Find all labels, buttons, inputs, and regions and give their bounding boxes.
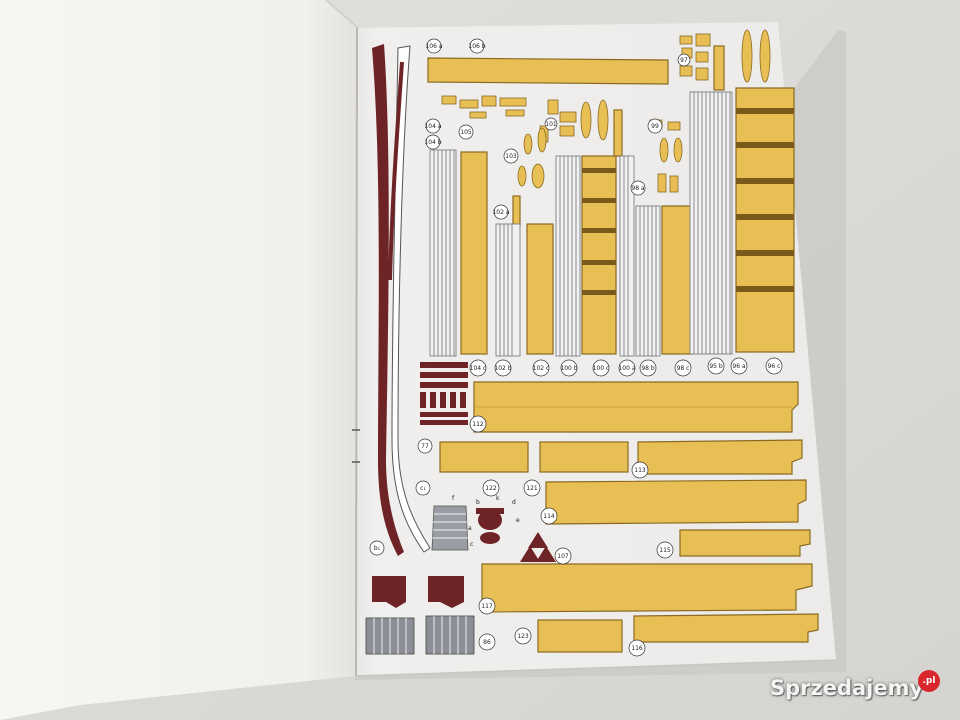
svg-text:114: 114 <box>543 513 555 520</box>
svg-text:d: d <box>512 499 516 506</box>
binding-spine <box>355 27 358 677</box>
label-104c: 104 c <box>469 359 487 377</box>
svg-text:b: b <box>476 499 480 506</box>
label-b1: b₁ <box>369 540 385 556</box>
label-102a: 102 a <box>492 204 510 220</box>
label-96c: 96 c <box>765 357 783 375</box>
sheet-bottom-edge <box>355 659 837 677</box>
svg-text:116: 116 <box>631 645 643 652</box>
svg-text:115: 115 <box>659 547 671 554</box>
small-detail-parts <box>441 29 771 193</box>
svg-text:103: 103 <box>505 153 517 160</box>
grey-barred-parts <box>365 505 475 655</box>
svg-text:105: 105 <box>460 129 472 136</box>
label-101: 101 <box>544 117 558 131</box>
svg-text:b₁: b₁ <box>374 545 381 552</box>
svg-text:102 b: 102 b <box>494 365 511 372</box>
label-98b: 98 b <box>639 359 657 377</box>
svg-text:112: 112 <box>472 421 484 428</box>
svg-text:99: 99 <box>651 123 659 130</box>
small-letter-labels: f b d a e c k <box>452 495 520 548</box>
svg-text:k: k <box>496 495 500 502</box>
label-98a: 98 a <box>630 180 646 196</box>
svg-text:117: 117 <box>481 603 493 610</box>
label-100a: 100 a <box>618 359 636 377</box>
svg-text:97: 97 <box>680 57 688 64</box>
label-107: 107 <box>554 547 572 565</box>
part-labels: 106 a 106 b 97 101 105 104 a 104 b 103 9… <box>369 38 783 657</box>
label-112: 112 <box>469 415 487 433</box>
label-c1: c₁ <box>415 480 431 496</box>
label-86: 86 <box>478 633 496 651</box>
label-97: 97 <box>677 53 691 67</box>
svg-text:77: 77 <box>421 443 429 450</box>
svg-text:102 a: 102 a <box>492 209 509 216</box>
svg-text:106 a: 106 a <box>425 43 442 50</box>
svg-text:123: 123 <box>517 633 529 640</box>
svg-text:106 b: 106 b <box>468 43 485 50</box>
label-121: 121 <box>523 479 541 497</box>
label-122: 122 <box>482 479 500 497</box>
svg-text:102 c: 102 c <box>533 365 550 372</box>
svg-text:104 a: 104 a <box>424 123 441 130</box>
left-page-edge <box>325 0 359 29</box>
label-123: 123 <box>514 627 532 645</box>
label-106a: 106 a <box>425 38 443 54</box>
svg-text:96 a: 96 a <box>732 363 746 370</box>
left-page <box>0 0 358 720</box>
svg-text:e: e <box>516 517 520 524</box>
svg-text:101: 101 <box>545 121 557 128</box>
svg-text:86: 86 <box>483 639 491 646</box>
svg-text:104 c: 104 c <box>470 365 487 372</box>
label-98c: 98 c <box>674 359 692 377</box>
strip-bands <box>582 108 794 295</box>
label-95b: 95 b <box>707 357 725 375</box>
svg-text:100 c: 100 c <box>593 365 610 372</box>
part-106-strip <box>427 57 669 85</box>
label-102c: 102 c <box>532 359 550 377</box>
watermark: Sprzedajemy .pl <box>770 670 950 710</box>
watermark-text: Sprzedajemy <box>770 676 924 700</box>
svg-text:121: 121 <box>526 485 538 492</box>
label-113: 113 <box>631 461 649 479</box>
label-100c: 100 c <box>592 359 610 377</box>
label-103: 103 <box>503 148 519 164</box>
label-104b: 104 b <box>424 134 442 150</box>
keel-strips <box>372 44 431 556</box>
svg-text:98 a: 98 a <box>631 185 645 192</box>
svg-text:98 c: 98 c <box>677 365 690 372</box>
label-114: 114 <box>540 507 558 525</box>
label-99: 99 <box>647 118 663 134</box>
label-102b: 102 b <box>494 359 512 377</box>
label-96a: 96 a <box>730 357 748 375</box>
label-105: 105 <box>458 124 474 140</box>
svg-text:95 b: 95 b <box>709 363 723 370</box>
label-100b: 100 b <box>560 359 578 377</box>
svg-text:100 a: 100 a <box>618 365 635 372</box>
label-104a: 104 a <box>424 118 442 134</box>
svg-text:113: 113 <box>634 467 646 474</box>
svg-text:c: c <box>470 541 473 548</box>
svg-text:a: a <box>468 525 472 532</box>
label-77: 77 <box>417 438 433 454</box>
svg-text:122: 122 <box>485 485 497 492</box>
svg-text:96 c: 96 c <box>768 363 781 370</box>
watermark-badge: .pl <box>918 670 940 692</box>
grey-ladders <box>429 91 733 357</box>
label-117: 117 <box>478 597 496 615</box>
svg-text:98 b: 98 b <box>641 365 655 372</box>
label-116: 116 <box>628 639 646 657</box>
label-115: 115 <box>656 541 674 559</box>
svg-text:c₁: c₁ <box>420 485 426 492</box>
svg-text:107: 107 <box>557 553 569 560</box>
dark-red-parts <box>372 362 556 608</box>
label-106b: 106 b <box>468 38 486 54</box>
svg-text:f: f <box>452 495 455 502</box>
svg-text:104 b: 104 b <box>424 139 441 146</box>
svg-text:100 b: 100 b <box>560 365 577 372</box>
